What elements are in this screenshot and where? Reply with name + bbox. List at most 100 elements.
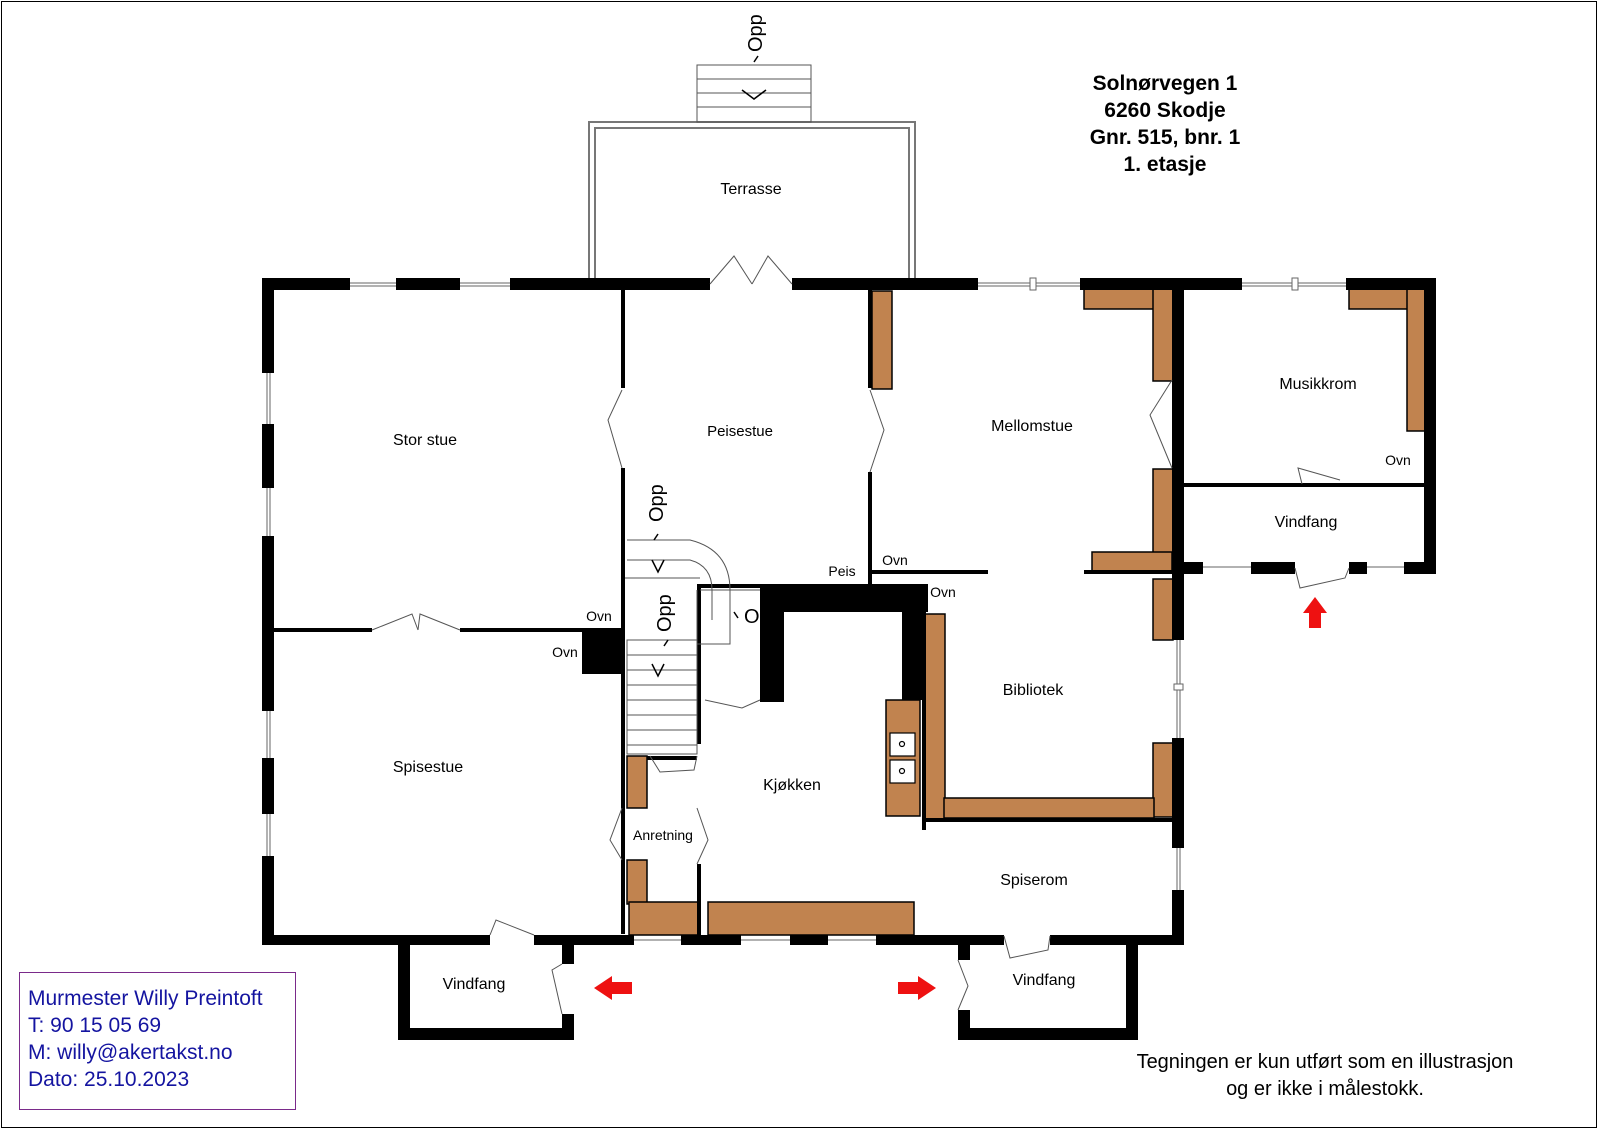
stair-up-label: Opp xyxy=(744,606,782,628)
wall xyxy=(922,818,1182,822)
wall xyxy=(958,944,970,960)
windows xyxy=(266,277,1404,941)
wall xyxy=(262,935,490,945)
cabinet xyxy=(924,613,946,820)
fireplace-label: Peis xyxy=(828,563,855,579)
wall xyxy=(272,628,372,632)
room-label-musikkrom: Musikkrom xyxy=(1279,376,1356,393)
stove-label: Ovn xyxy=(552,644,578,660)
wall xyxy=(1184,483,1424,487)
stove-label: Ovn xyxy=(586,608,612,624)
cabinet xyxy=(628,901,700,936)
room-label-vindfang: Vindfang xyxy=(1013,972,1076,989)
wall xyxy=(262,856,274,939)
wall xyxy=(1172,467,1184,640)
wall xyxy=(876,935,1004,945)
wall xyxy=(562,1014,574,1040)
wall xyxy=(534,935,634,945)
wall xyxy=(958,1028,1138,1040)
cabinet xyxy=(1152,288,1174,382)
wall xyxy=(262,424,274,488)
wall xyxy=(647,756,697,760)
wall xyxy=(1080,278,1242,290)
wall xyxy=(1172,890,1184,945)
wall xyxy=(1349,562,1367,574)
cabinets xyxy=(626,288,1428,936)
wall xyxy=(790,935,828,945)
wall xyxy=(681,935,741,945)
wall xyxy=(697,584,701,744)
cabinet xyxy=(707,901,915,936)
wall xyxy=(1404,562,1436,574)
wall xyxy=(868,288,872,388)
wall xyxy=(1251,562,1295,574)
wall xyxy=(868,472,872,584)
wall xyxy=(697,864,701,936)
wall xyxy=(1424,278,1436,572)
disclaimer: Tegningen er kun utført som en illustras… xyxy=(1100,1049,1550,1103)
postal-code: 6260 Skodje xyxy=(1104,99,1226,122)
room-label-terrasse: Terrasse xyxy=(720,181,781,198)
cabinet xyxy=(871,290,893,390)
room-label-spisestue: Spisestue xyxy=(393,759,463,776)
room-label-vindfang: Vindfang xyxy=(443,976,506,993)
wall xyxy=(1172,738,1184,848)
contact-name: Murmester Willy Preintoft xyxy=(28,987,263,1010)
wall xyxy=(262,758,274,814)
wall xyxy=(398,940,410,1036)
stair-up-label: Opp xyxy=(654,594,676,632)
wall xyxy=(510,278,710,290)
wall xyxy=(396,278,460,290)
room-label-anretning: Anretning xyxy=(633,827,693,843)
sink-counter xyxy=(885,699,921,817)
contact-date: Dato: 25.10.2023 xyxy=(28,1068,190,1091)
wall xyxy=(460,628,622,632)
wall xyxy=(621,288,625,388)
terrace-steps xyxy=(696,55,812,123)
wall xyxy=(262,536,274,711)
stove-label: Ovn xyxy=(882,552,908,568)
property-id: Gnr. 515, bnr. 1 xyxy=(1089,126,1241,149)
entry-arrow-icon xyxy=(1303,597,1327,628)
stove-label: Ovn xyxy=(930,584,956,600)
contact-email: M: willy@akertakst.no xyxy=(28,1041,233,1064)
wall xyxy=(1126,942,1138,1040)
terrace xyxy=(588,121,916,278)
contact-phone: T: 90 15 05 69 xyxy=(28,1014,162,1037)
wall xyxy=(1346,278,1434,290)
address: Solnørvegen 1 xyxy=(1092,72,1238,95)
entry-arrow-icon xyxy=(898,976,936,1000)
doors xyxy=(371,255,1350,1015)
wall xyxy=(262,278,274,373)
room-label-spiserom: Spiserom xyxy=(1000,872,1068,889)
room-label-peisestue: Peisestue xyxy=(707,423,773,440)
wall xyxy=(398,1028,574,1040)
room-label-kjokken: Kjøkken xyxy=(763,777,821,794)
cabinet xyxy=(1091,551,1173,572)
wall xyxy=(1084,570,1174,574)
entry-arrows xyxy=(594,597,1327,1000)
cabinet xyxy=(626,755,648,809)
cabinet xyxy=(1152,742,1174,818)
room-label-vindfang: Vindfang xyxy=(1275,514,1338,531)
contact-box: Murmester Willy Preintoft T: 90 15 05 69… xyxy=(19,972,296,1110)
cabinet xyxy=(943,797,1155,819)
wall xyxy=(1050,935,1174,945)
room-label-stor-stue: Stor stue xyxy=(393,432,457,449)
wall xyxy=(868,570,988,574)
chimney xyxy=(902,584,926,700)
wall xyxy=(562,944,574,964)
wall xyxy=(1172,278,1184,473)
plan-header: Solnørvegen 1 6260 Skodje Gnr. 515, bnr.… xyxy=(1040,70,1290,178)
cabinet xyxy=(626,859,648,905)
disclaimer-line: Tegningen er kun utført som en illustras… xyxy=(1136,1051,1514,1073)
entry-arrow-icon xyxy=(594,976,632,1000)
floor-label: 1. etasje xyxy=(1123,153,1207,176)
stairs xyxy=(625,533,760,755)
stove-label: Ovn xyxy=(1385,452,1411,468)
chimney xyxy=(922,700,926,830)
chimney xyxy=(582,630,624,674)
wall xyxy=(621,468,625,934)
